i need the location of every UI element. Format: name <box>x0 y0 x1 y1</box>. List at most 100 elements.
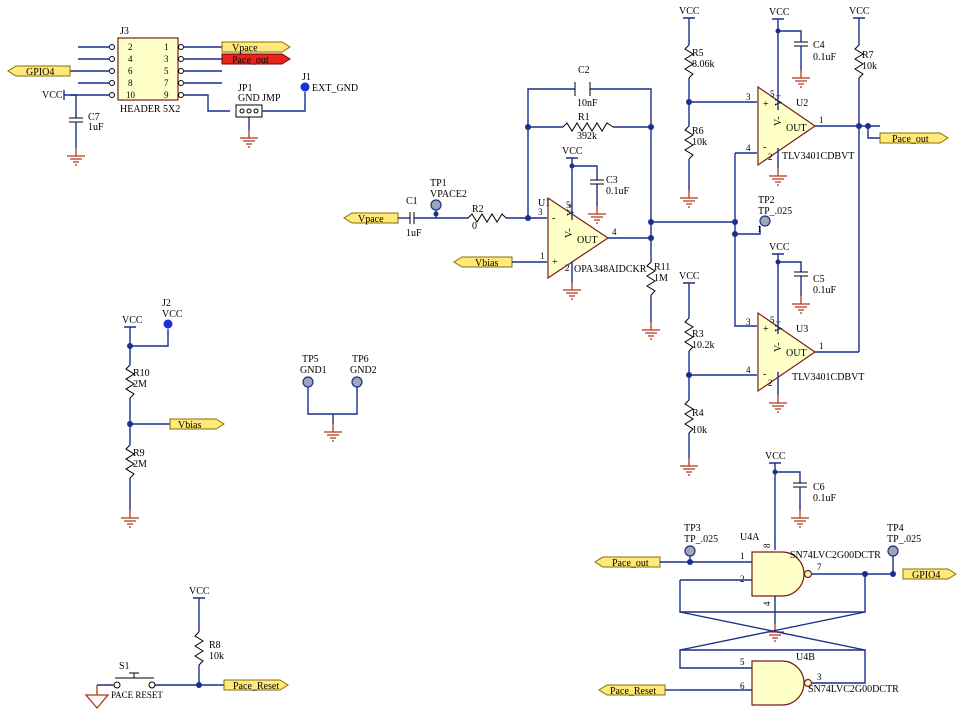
net-flag-vpace-j3: Vpace <box>221 41 291 54</box>
r6-value: 10k <box>692 137 707 148</box>
r9-value: 2M <box>133 459 147 470</box>
u4b-pin-3: 3 <box>817 672 822 682</box>
net-flag-gpio4-u4a: GPIO4 <box>902 568 957 581</box>
j3-pin-5: 5 <box>164 66 169 76</box>
j3-ref: J3 <box>120 26 129 37</box>
net-flag-pace-out-j3: Pace_out <box>221 53 291 66</box>
j3-pin-6: 6 <box>128 66 133 76</box>
net-label-vpace: Vpace <box>232 43 258 54</box>
r3-ref: R3 <box>692 329 704 340</box>
u3-pin-4: 4 <box>746 365 751 375</box>
resistor-r3: R3 10.2k <box>684 317 715 352</box>
resistor-r5: R5 8.06k <box>684 44 715 79</box>
tp1-value: VPACE2 <box>430 189 467 200</box>
u2-pin-3: 3 <box>746 92 751 102</box>
vcc-r5-label: VCC <box>679 6 700 17</box>
u3-pin-2: 2 <box>768 378 773 388</box>
u3-value: TLV3401CDBVT <box>792 372 864 383</box>
test-point-tp6: TP6 GND2 <box>350 354 377 388</box>
test-point-tp2: TP2 TP_.025 1 <box>735 195 792 235</box>
u3-pin-3: 3 <box>746 317 751 327</box>
vcc-j3-c7: VCC C7 1uF <box>42 90 104 166</box>
vcc-u4-label: VCC <box>765 451 786 462</box>
u3-vpos: V+ <box>774 319 785 332</box>
s1-ref: S1 <box>119 661 130 672</box>
vcc-r7: VCC <box>849 6 870 45</box>
u2-pin-1: 1 <box>819 115 824 125</box>
u3-pin-1: 1 <box>819 341 824 351</box>
u1-pin-1: 1 <box>540 251 545 261</box>
r5-ref: R5 <box>692 48 704 59</box>
tp4-ref: TP4 <box>887 523 904 534</box>
vcc-u1-label: VCC <box>562 146 583 157</box>
c2-ref: C2 <box>578 65 590 76</box>
c5-value: 0.1uF <box>813 285 837 296</box>
j1-value: EXT_GND <box>312 83 358 94</box>
jp1-value: GND JMP <box>238 93 281 104</box>
net-label-vbias-divider: Vbias <box>178 420 201 431</box>
test-point-tp5: TP5 GND1 <box>300 354 327 388</box>
capacitor-c2: C2 10nF <box>574 65 598 109</box>
vcc-r10-label: VCC <box>122 315 143 326</box>
tp3-ref: TP3 <box>684 523 701 534</box>
u4b-pin-5: 5 <box>740 657 745 667</box>
r3-value: 10.2k <box>692 340 715 351</box>
vcc-u2-c4: VCC C4 0.1uF <box>769 7 837 110</box>
resistor-r6: R6 10k <box>684 125 707 160</box>
u1-out-label: OUT <box>577 235 598 246</box>
c4-ref: C4 <box>813 40 825 51</box>
j3-pin-9: 9 <box>164 90 169 100</box>
u3-minus-sign: - <box>763 369 766 380</box>
r9-ref: R9 <box>133 448 145 459</box>
c5-ref: C5 <box>813 274 825 285</box>
resistor-r4: R4 10k <box>684 399 707 436</box>
net-label-pace-reset-s1: Pace_Reset <box>233 681 279 692</box>
vcc-u4-c6: VCC C6 0.1uF <box>765 451 837 550</box>
tp2-pin: 1 <box>757 224 762 234</box>
net-label-gpio4: GPIO4 <box>26 67 54 78</box>
vcc-u2-label: VCC <box>769 7 790 18</box>
u4b-pin-6: 6 <box>740 681 745 691</box>
u2-vneg: V- <box>773 116 784 126</box>
u4a-pin-4: 4 <box>762 601 772 606</box>
test-point-tp3: TP3 TP_.025 <box>684 523 718 562</box>
u1-vneg: V- <box>564 228 575 238</box>
j3-pin-4: 4 <box>128 54 133 64</box>
tp6-value: GND2 <box>350 365 377 376</box>
resistor-r8: R8 10k <box>194 631 224 666</box>
r4-ref: R4 <box>692 408 704 419</box>
u2-minus-sign: - <box>763 142 766 153</box>
u2-out-label: OUT <box>786 123 807 134</box>
vcc-r10: VCC <box>122 315 169 365</box>
r6-ref: R6 <box>692 126 704 137</box>
net-flag-vbias-input: Vbias <box>453 256 513 269</box>
r11-value: 1M <box>654 273 668 284</box>
r11-ref: R11 <box>654 262 670 273</box>
u1-ref: U1 <box>538 198 550 209</box>
u3-vneg: V- <box>773 342 784 352</box>
u2-pin-5: 5 <box>770 89 775 99</box>
header-j3: J3 HEADER 5X2 2 1 4 3 6 5 8 7 10 9 <box>70 26 230 115</box>
j3-pin-1: 1 <box>164 42 169 52</box>
vcc-r3: VCC <box>679 271 700 318</box>
vcc-label: VCC <box>42 90 63 101</box>
j3-pin-2: 2 <box>128 42 133 52</box>
c2-value: 10nF <box>577 98 598 109</box>
header-j3-body <box>117 37 179 101</box>
c7-value: 1uF <box>88 122 104 133</box>
u1-minus-sign: - <box>552 213 555 224</box>
u1-plus-sign: + <box>552 257 558 268</box>
net-label-pace-reset-u4b: Pace_Reset <box>610 686 656 697</box>
c6-value: 0.1uF <box>813 493 837 504</box>
test-point-tp4: TP4 TP_.025 <box>887 523 921 574</box>
net-label-vpace-input: Vpace <box>358 214 384 225</box>
net-flag-vpace-input: Vpace <box>343 212 399 225</box>
net-flag-pace-out-u4a: Pace_out <box>594 556 661 569</box>
j2-ref: J2 <box>162 298 171 309</box>
net-flag-pace-reset-u4b: Pace_Reset <box>598 684 666 697</box>
vcc-r7-label: VCC <box>849 6 870 17</box>
u2-vpos: V+ <box>774 93 785 106</box>
net-flag-pace-out-u2: Pace_out <box>879 132 949 145</box>
c3-value: 0.1uF <box>606 186 630 197</box>
